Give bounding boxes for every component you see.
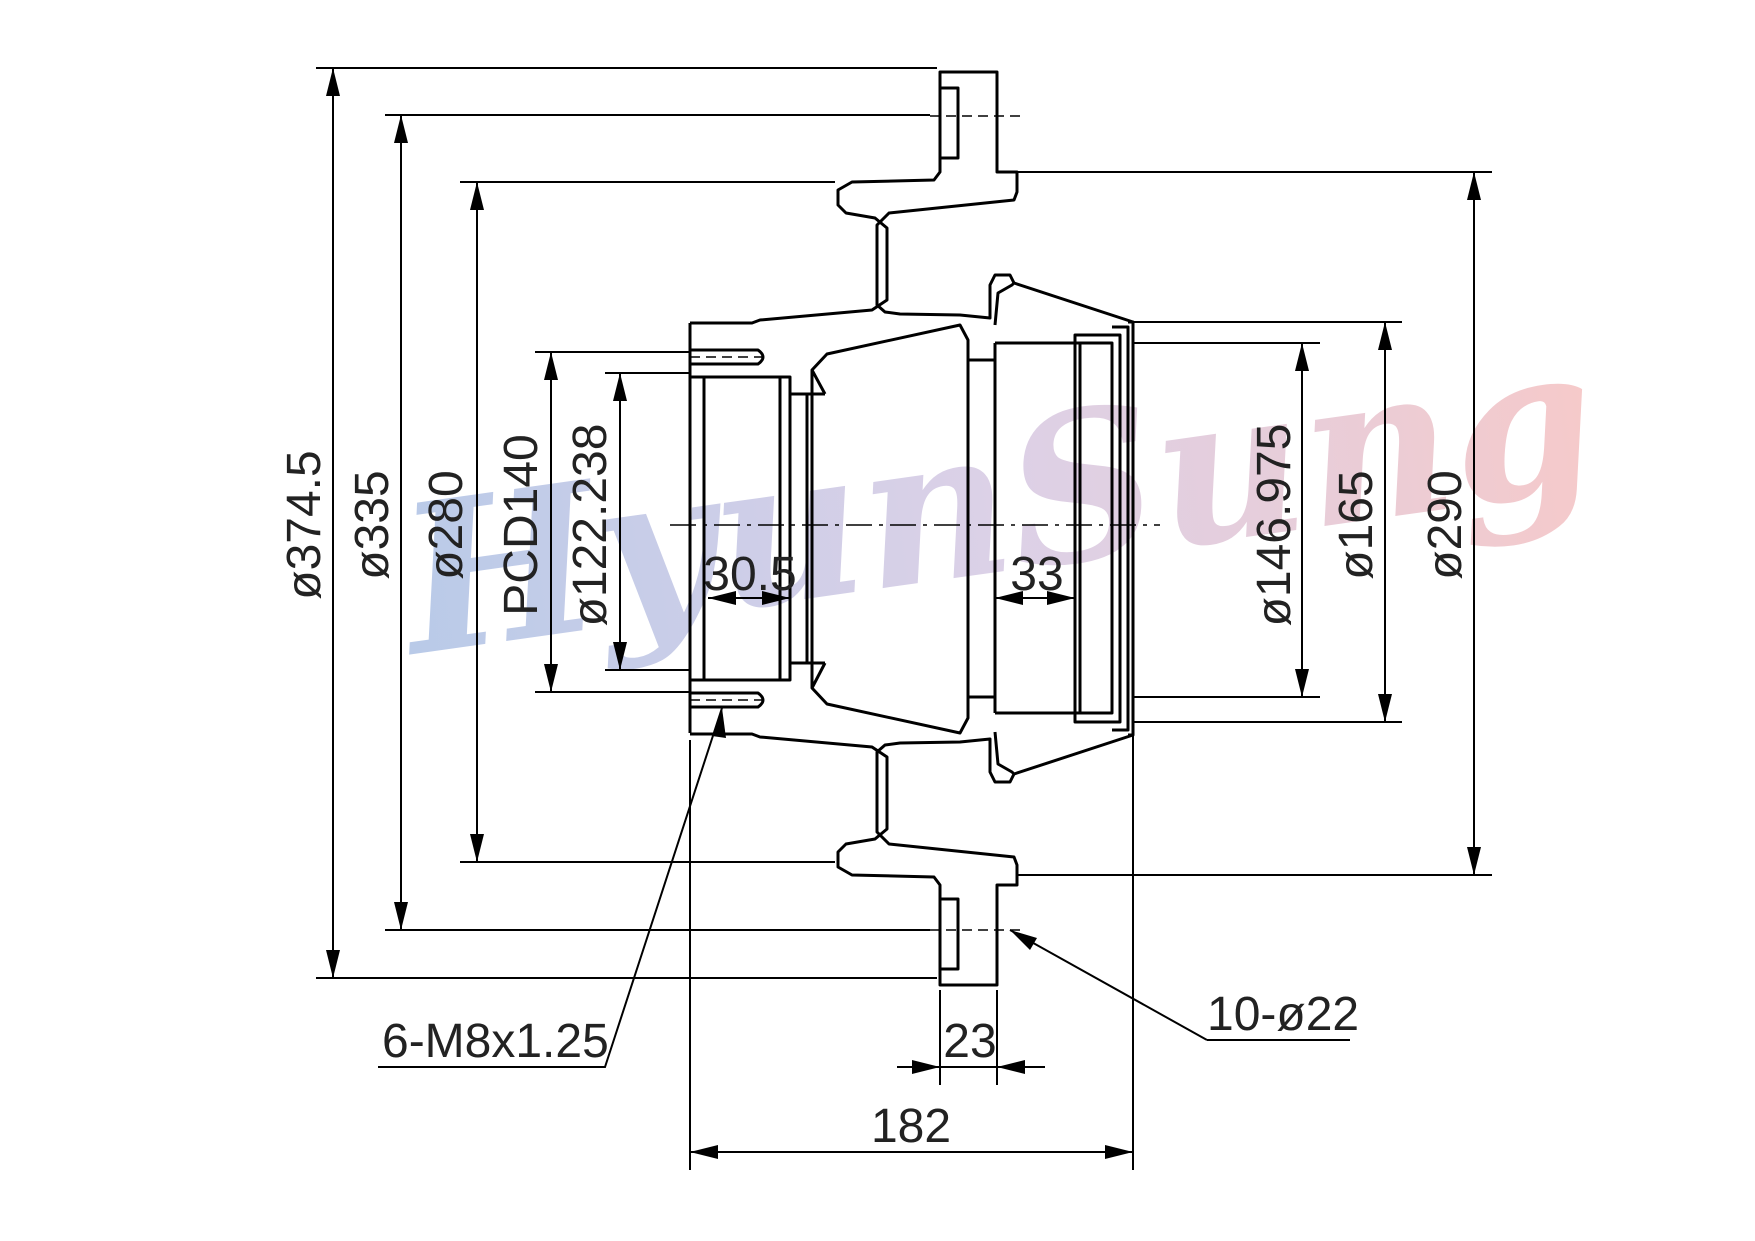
dim-pcd: PCD140 <box>495 434 548 615</box>
label-bolt-holes: 10-ø22 <box>1207 988 1359 1041</box>
hub-outline <box>688 70 1135 987</box>
dimension-lines <box>316 67 1492 1170</box>
dim-outer-diameter: ø374.5 <box>278 450 331 599</box>
dim-width-33: 33 <box>1010 548 1063 601</box>
dim-inner-bore-left: ø122.238 <box>564 424 617 627</box>
dim-flange-diameter: ø280 <box>420 470 473 579</box>
dim-bore-right: ø146.975 <box>1248 424 1301 627</box>
dim-seal-diameter: ø165 <box>1330 470 1383 579</box>
dim-bolt-circle: ø335 <box>346 470 399 579</box>
dim-hub-diameter: ø290 <box>1419 470 1472 579</box>
label-threaded-holes: 6-M8x1.25 <box>382 1015 609 1068</box>
dimension-labels: ø374.5 ø335 ø280 PCD140 ø122.238 30.5 33… <box>278 424 1472 1153</box>
dim-flange-thickness: 23 <box>943 1015 996 1068</box>
dim-width-30-5: 30.5 <box>703 548 796 601</box>
dimension-arrows <box>326 68 1481 1159</box>
center-lines <box>670 115 1160 931</box>
dim-overall-length: 182 <box>871 1100 951 1153</box>
